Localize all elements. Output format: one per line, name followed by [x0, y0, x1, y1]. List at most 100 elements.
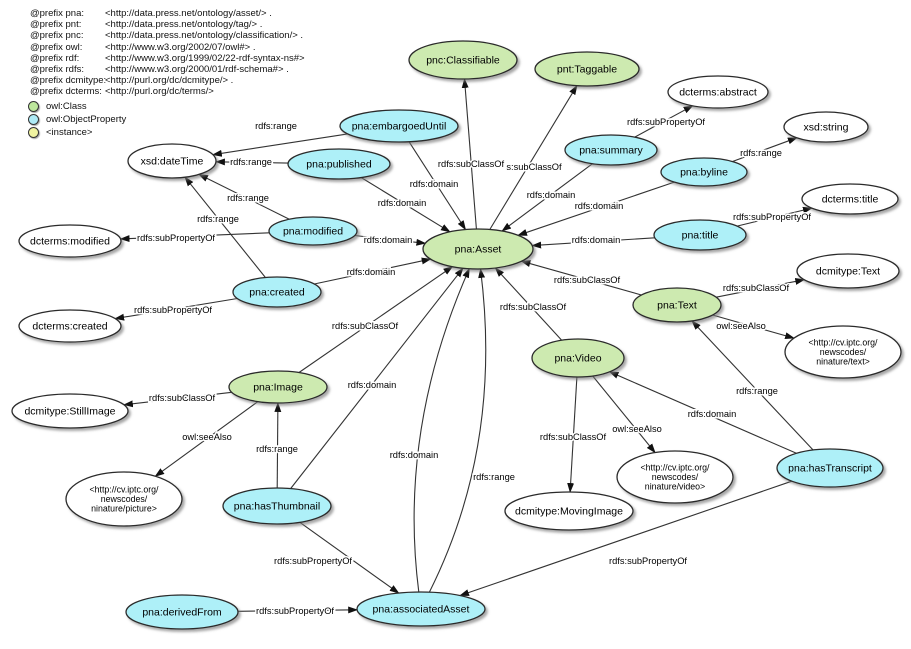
- edge-label: rdfs:subClassOf: [500, 302, 567, 312]
- edge-hasThumbnail-image: [274, 402, 282, 489]
- prefix-name: @prefix pna:: [30, 8, 85, 19]
- prefix-name: @prefix dcmitype:: [30, 75, 107, 87]
- prefix-name: @prefix rdfs:: [30, 64, 84, 76]
- prefix-name: @prefix pnc:: [30, 30, 84, 42]
- nodes-layer: pnc:Classifiablepnt:Taggablepna:Assetpna…: [11, 40, 902, 630]
- node-shape: [18, 224, 122, 258]
- prefix-uri: <http://data.press.net/ontology/classifi…: [105, 30, 304, 42]
- prefix-line: @prefix rdf:<http://www.w3.org/1999/02/2…: [30, 53, 305, 64]
- edge-label: rdfs:range: [473, 472, 515, 482]
- prefix-name: @prefix pnt:: [30, 19, 82, 31]
- node-label: pna:Video: [554, 353, 601, 365]
- node-shape: [18, 309, 122, 343]
- node-label: <http://cv.iptc.org/newscodes/ninature/p…: [89, 484, 159, 513]
- prefix-line: @prefix pnt: <http://data.press.net/ontol…: [30, 19, 305, 30]
- node-movingImage: dcmitype:MovingImage: [504, 491, 634, 531]
- node-stillImage: dcmitype:StillImage: [11, 393, 129, 429]
- edge-summary-dcterms_abstract: [634, 105, 694, 138]
- node-label: dcterms:modified: [30, 236, 110, 248]
- edge-label: rdfs:subPropertyOf: [627, 117, 705, 127]
- node-label: pna:summary: [579, 145, 643, 157]
- node-label: pna:created: [249, 287, 305, 299]
- node-label: xsd:dateTime: [141, 156, 204, 168]
- node-label: pna:published: [306, 159, 372, 171]
- edge-published-dateTime: [215, 158, 289, 166]
- edge-associatedAsset-asset: [428, 268, 487, 593]
- edge-image-asset: [298, 266, 454, 373]
- edge-label: rdfs:range: [740, 148, 782, 158]
- edge-label: owl:seeAlso: [716, 321, 766, 331]
- edge-summary-asset: [501, 163, 593, 232]
- node-shape: [408, 40, 518, 80]
- edge-embargoedUntil-asset: [408, 141, 467, 231]
- prefix-line: @prefix pna: <http://data.press.net/ontol…: [30, 8, 305, 19]
- node-label: pna:hasTranscript: [788, 463, 872, 475]
- node-embargoedUntil: pna:embargoedUntil: [339, 109, 459, 143]
- legend-row: <instance>: [28, 126, 126, 139]
- prefix-uri: <http://www.w3.org/2002/07/owl#> .: [105, 41, 256, 53]
- edge-label: rdfs:range: [255, 121, 297, 131]
- node-derivedFrom: pna:derivedFrom: [125, 594, 239, 630]
- legend-swatch-icon: [28, 101, 39, 112]
- legend-label: <instance>: [46, 127, 93, 138]
- node-label: xsd:string: [804, 122, 849, 134]
- node-dcmitype_text: dcmitype:Text: [796, 253, 900, 289]
- edge-label: rdfs:subPropertyOf: [256, 606, 334, 616]
- node-shape: [287, 148, 391, 180]
- edge-label: rdfs:subPropertyOf: [609, 556, 687, 566]
- edge-associatedAsset-asset: [413, 267, 470, 593]
- edge-text-uri_text: [712, 314, 795, 340]
- node-modified: pna:modified: [268, 216, 358, 246]
- prefix-uri: <http://www.w3.org/1999/02/22-rdf-syntax…: [105, 52, 305, 64]
- node-dcterms_title: dcterms:title: [801, 183, 899, 215]
- edge-label: rdfs:domain: [378, 198, 427, 208]
- node-shape: [127, 143, 217, 179]
- edge-label: rdfs:subClassOf: [332, 321, 399, 331]
- edge-created-dateTime: [184, 176, 266, 278]
- node-image: pna:Image: [228, 370, 328, 404]
- edge-label: rdfs:subClassOf: [540, 432, 607, 442]
- node-shape: [11, 393, 129, 429]
- edge-label: rdfs:subClassOf: [149, 393, 216, 403]
- node-byline: pna:byline: [660, 157, 748, 187]
- edge-label: rdfs:subPropertyOf: [274, 556, 352, 566]
- node-uri_text: <http://cv.iptc.org/newscodes/ninature/t…: [784, 325, 902, 379]
- prefix-uri: <http://www.w3.org/2000/01/rdf-schema#> …: [105, 64, 289, 76]
- edge-created-dcterms_created: [114, 297, 238, 321]
- node-label: pna:Text: [657, 300, 697, 312]
- node-label: pna:title: [682, 230, 719, 242]
- prefix-uri: <http://data.press.net/ontology/asset/> …: [105, 8, 272, 19]
- node-shape: [784, 325, 902, 379]
- node-label: dcmitype:MovingImage: [515, 506, 623, 518]
- node-shape: [356, 591, 486, 627]
- prefix-line: @prefix dcmitype:<http://purl.org/dc/dcm…: [30, 75, 305, 86]
- edge-label: rdfs:range: [736, 386, 778, 396]
- edge-label: rdfs:domain: [364, 235, 413, 245]
- node-shape: [65, 471, 183, 527]
- edge-modified-dateTime: [198, 173, 290, 220]
- edge-text-dcmitype_text: [715, 278, 806, 298]
- edge-image-uri_picture: [154, 401, 259, 477]
- node-text: pna:Text: [632, 287, 722, 323]
- node-label: pna:derivedFrom: [142, 607, 222, 619]
- edge-label: rdfs:domain: [575, 201, 624, 211]
- edge-label: rdfs:domain: [572, 235, 621, 245]
- node-shape: [660, 157, 748, 187]
- prefix-name: @prefix dcterms:: [30, 86, 102, 98]
- prefix-uri: <http://data.press.net/ontology/tag/> .: [105, 19, 263, 31]
- node-label: pna:modified: [283, 226, 343, 238]
- node-label: pna:byline: [680, 167, 728, 179]
- node-label: dcmitype:Text: [816, 266, 880, 278]
- prefix-name: @prefix owl:: [30, 41, 83, 53]
- edge-hasTranscript-associatedAsset: [459, 480, 792, 597]
- edge-label: rdfs:subPropertyOf: [137, 233, 215, 243]
- edge-hasTranscript-text: [691, 320, 814, 451]
- node-label: pna:Image: [253, 382, 303, 394]
- node-label: <http://cv.iptc.org/newscodes/ninature/t…: [808, 337, 878, 366]
- node-hasTranscript: pna:hasTranscript: [776, 448, 884, 488]
- edge-label: rdfs:domain: [410, 179, 459, 189]
- edge-published-asset: [360, 177, 451, 233]
- node-label: dcterms:title: [822, 194, 879, 206]
